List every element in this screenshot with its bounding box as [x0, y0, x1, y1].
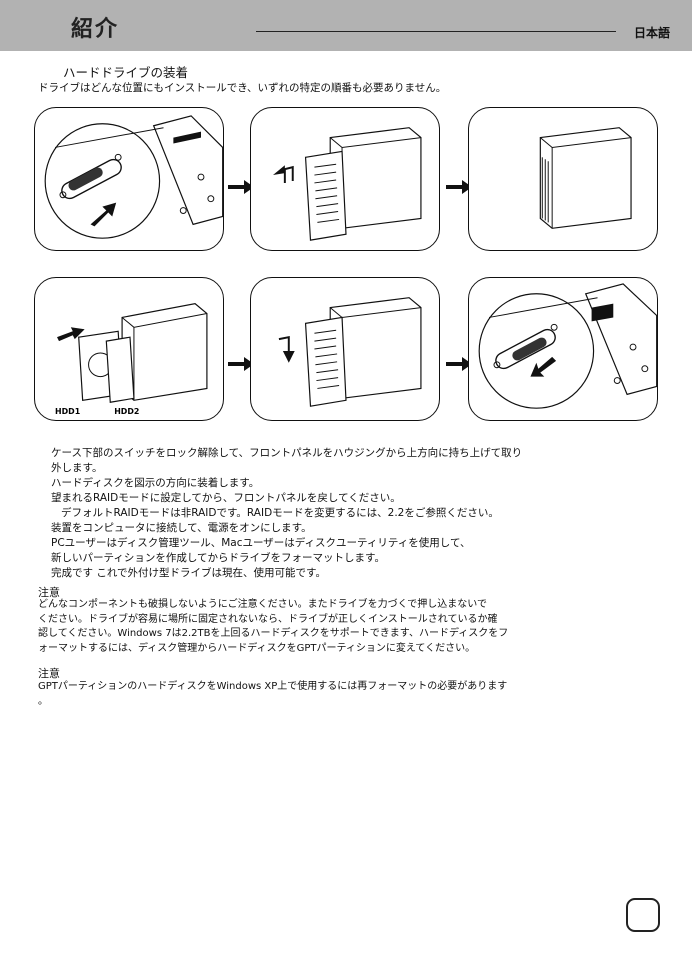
section-title: ハードドライブの装着 [63, 65, 189, 80]
note-body: どんなコンポーネントも破損しないようにご注意ください。またドライブを力づくで押し… [38, 598, 508, 656]
step-line: デフォルトRAIDモードは非RAIDです。RAIDモードを変更するには、2.2を… [61, 507, 499, 519]
illustration-lock-switch [468, 277, 658, 421]
note-line: 。 [38, 695, 48, 707]
hdd2-label: HDD2 [114, 407, 139, 416]
hdd1-label: HDD1 [55, 407, 80, 416]
illustration-replace-panel [250, 277, 440, 421]
step-line: 新しいパーティションを作成してからドライブをフォーマットします。 [51, 552, 386, 564]
page-number-badge [626, 898, 660, 932]
note-line: 認してください。Windows 7は2.2TBを上回るハードディスクをサポートで… [38, 628, 509, 639]
note-heading: 注意 [38, 586, 60, 599]
note-line: ください。ドライブが容易に場所に固定されないなら、ドライブが正しくインストールさ… [38, 613, 498, 625]
note-line: ォーマットするには、ディスク管理からハードディスクをGPTパーティションに変えて… [38, 642, 476, 654]
note-heading: 注意 [38, 667, 60, 680]
header-bar: 紹介 日本語 [0, 0, 692, 51]
insert-drives-drawing: HDD1 HDD2 [55, 303, 208, 416]
arrow-right-icon [446, 180, 472, 194]
page-title: 紹介 [71, 17, 120, 42]
step-line: 望まれるRAIDモードに設定してから、フロントパネルを戻してください。 [51, 492, 401, 504]
step-line: 装置をコンピュータに接続して、電源をオンにします。 [51, 522, 312, 534]
unlock-switch-drawing [44, 115, 223, 239]
arrow-right-icon [228, 180, 254, 194]
lock-switch-drawing [478, 283, 657, 409]
language-label: 日本語 [634, 26, 671, 40]
illustration-open-case [468, 107, 658, 251]
illustration-insert-drives: HDD1 HDD2 [34, 277, 224, 421]
arrow-right-icon [446, 357, 472, 371]
intro-text: ドライブはどんな位置にもインストールでき、いずれの特定の順番も必要ありません。 [38, 82, 447, 94]
step-line: 外します。 [51, 462, 103, 474]
note-line: GPTパーティションのハードディスクをWindows XP上で使用するには再フォ… [38, 681, 508, 692]
step-line: PCユーザーはディスク管理ツール、Macユーザーはディスクユーティリティを使用し… [51, 537, 471, 549]
step-line: ハードディスクを図示の方向に装着します。 [51, 477, 260, 489]
lift-panel-drawing [273, 127, 422, 241]
note-line: どんなコンポーネントも破損しないようにご注意ください。またドライブを力づくで押し… [38, 599, 487, 610]
step-line: ケース下部のスイッチをロック解除して、フロントパネルをハウジングから上方向に持ち… [51, 447, 523, 459]
illustration-unlock-switch [34, 107, 224, 251]
open-case-drawing [539, 127, 632, 229]
note-body: GPTパーティションのハードディスクをWindows XP上で使用するには再フォ… [38, 680, 507, 709]
installation-steps: ケース下部のスイッチをロック解除して、フロントパネルをハウジングから上方向に持ち… [51, 446, 522, 581]
illustration-lift-panel [250, 107, 440, 251]
arrow-right-icon [228, 357, 254, 371]
replace-panel-drawing [278, 297, 422, 407]
step-line: 完成です これで外付け型ドライブは現在、使用可能です。 [51, 567, 326, 579]
header-rule [256, 31, 616, 32]
